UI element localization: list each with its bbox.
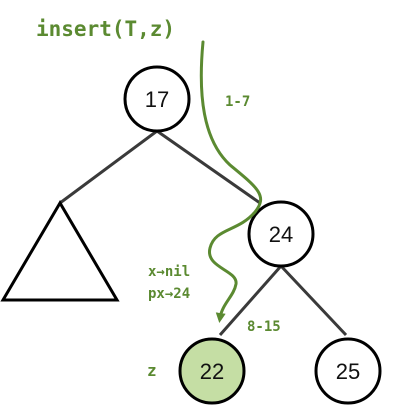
edge-24-22 [218, 265, 283, 336]
node-root-label: 17 [145, 87, 169, 112]
node-right-label: 24 [269, 222, 293, 247]
px-24-label: px→24 [148, 286, 190, 302]
node-new-circle [178, 337, 246, 405]
lines-8-15-label: 8-15 [247, 319, 281, 335]
insert-call-title: insert(T,z) [36, 17, 175, 41]
x-nil-label: x→nil [148, 264, 190, 280]
node-right-right-circle [314, 337, 382, 405]
search-path-arrow [199, 40, 263, 323]
edge-24-25 [279, 264, 348, 337]
edge-17-24 [156, 129, 261, 205]
node-new: 22 [178, 337, 246, 405]
node-right: 24 [247, 200, 315, 268]
node-root-circle [123, 65, 191, 133]
node-right-circle [247, 200, 315, 268]
left-subtree-triangle [0, 200, 120, 302]
tree-edges [59, 129, 348, 337]
node-right-right-label: 25 [336, 359, 360, 384]
z-label: z [147, 361, 157, 380]
edge-17-subtree [59, 129, 158, 205]
lines-1-7-label: 1-7 [225, 94, 250, 110]
node-root: 17 [123, 65, 191, 133]
node-right-right: 25 [314, 337, 382, 405]
node-new-label: 22 [200, 359, 224, 384]
